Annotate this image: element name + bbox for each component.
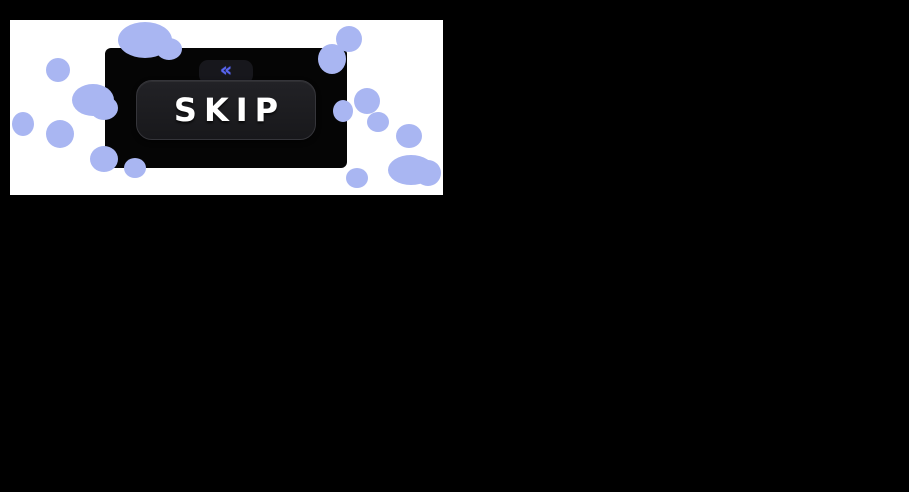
double-chevron-left-icon: «	[219, 59, 233, 81]
skip-button-label: SKIP	[173, 91, 286, 129]
paint-blob	[354, 88, 380, 114]
paint-blob	[346, 168, 368, 188]
skip-overlay-panel: « SKIP	[105, 48, 347, 168]
paint-blob	[46, 120, 74, 148]
paint-blob	[333, 100, 353, 122]
game-viewport: « SKIP	[10, 20, 443, 195]
paint-blob	[124, 158, 146, 178]
paint-blob	[90, 146, 118, 172]
paint-blob	[415, 160, 441, 186]
paint-blob	[90, 96, 118, 120]
paint-blob	[318, 44, 346, 74]
paint-blob	[156, 38, 182, 60]
paint-blob	[396, 124, 422, 148]
skip-button[interactable]: SKIP	[136, 80, 316, 140]
paint-blob	[46, 58, 70, 82]
paint-blob	[12, 112, 34, 136]
paint-blob	[367, 112, 389, 132]
